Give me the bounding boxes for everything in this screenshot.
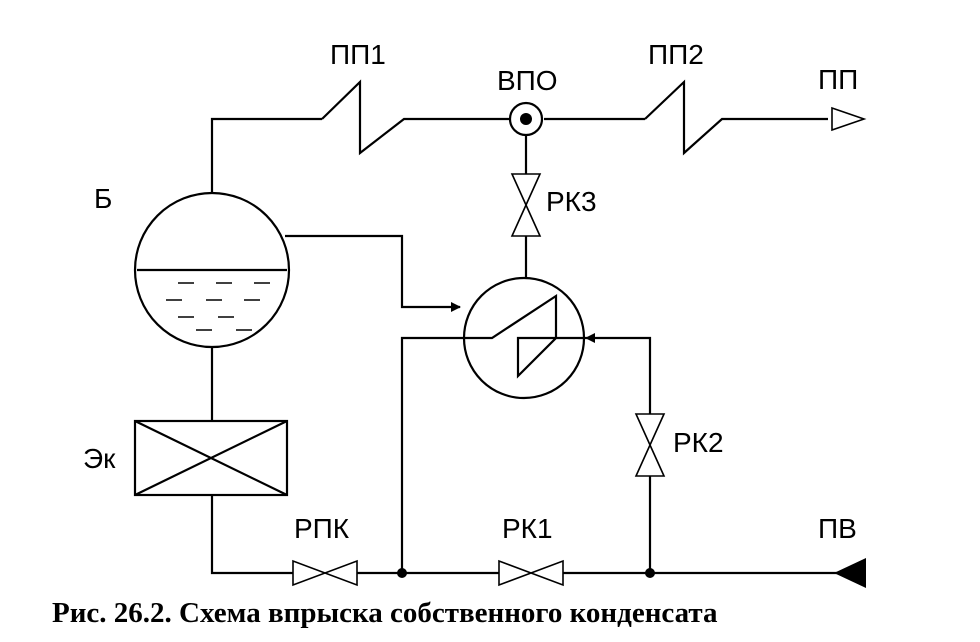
valve-rk2 xyxy=(634,413,666,477)
drum-water-dashes xyxy=(166,282,270,331)
line-economizer-to-rpk xyxy=(210,495,293,575)
label-pp: ПП xyxy=(818,64,858,95)
valve-rk1 xyxy=(498,559,564,587)
figure-caption: Рис. 26.2. Схема впрыска собственного ко… xyxy=(52,597,718,629)
label-pv: ПВ xyxy=(818,513,857,544)
line-condenser-to-feed xyxy=(400,336,462,573)
label-rk1: РК1 xyxy=(502,513,553,544)
label-pp2: ПП2 xyxy=(648,39,704,70)
economizer-cross xyxy=(134,420,288,496)
line-rk2-to-condenser xyxy=(585,333,652,414)
line-drum-steam-to-condenser xyxy=(285,234,461,312)
superheater-pp1 xyxy=(321,79,510,156)
vpo-node-dot xyxy=(520,113,532,125)
outlet-arrow-pp xyxy=(831,106,867,132)
label-ek: Эк xyxy=(83,443,116,474)
label-b: Б xyxy=(94,183,112,214)
condenser-coil xyxy=(462,293,586,379)
superheater-pp2 xyxy=(644,79,828,156)
label-pp1: ПП1 xyxy=(330,39,386,70)
label-rpk: РПК xyxy=(294,513,350,544)
label-rk3: РК3 xyxy=(546,186,597,217)
label-vpo: ВПО xyxy=(497,65,558,96)
steam-line-drum-up xyxy=(210,117,322,193)
valve-rpk xyxy=(292,559,358,587)
label-rk2: РК2 xyxy=(673,427,724,458)
valve-rk3 xyxy=(510,173,542,237)
inlet-arrow-pv xyxy=(834,558,866,588)
